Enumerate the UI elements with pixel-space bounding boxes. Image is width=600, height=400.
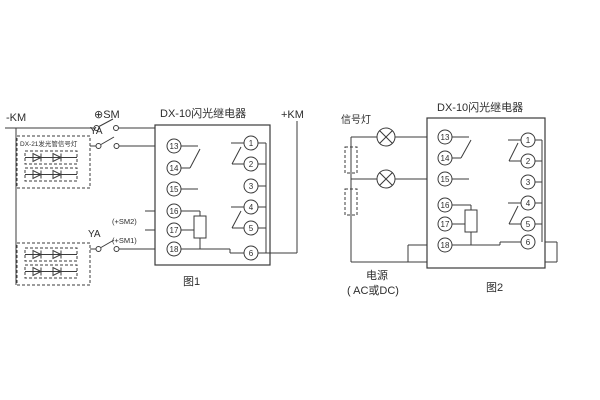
svg-text:5: 5 [249, 224, 254, 233]
lamp-icon [376, 127, 396, 147]
svg-text:15: 15 [441, 175, 450, 184]
svg-text:4: 4 [526, 199, 531, 208]
terminal: 1 [520, 132, 536, 148]
led-box-label: DX-21发光管信号灯 [20, 139, 78, 148]
terminal: 16 [166, 203, 182, 219]
terminal: 2 [520, 153, 536, 169]
terminal: 18 [437, 237, 453, 253]
fig2-relay-title: DX-10闪光继电器 [437, 100, 523, 114]
terminal: 15 [166, 181, 182, 197]
fig2-caption: 图2 [486, 281, 503, 294]
sm-knife-switch [5, 118, 155, 131]
sm-bus-label: ⊕SM [94, 109, 120, 121]
terminal: 14 [166, 160, 182, 176]
diode-icon [32, 152, 43, 163]
terminal: 5 [520, 216, 536, 232]
terminal: 3 [520, 174, 536, 190]
svg-text:18: 18 [441, 241, 450, 250]
svg-text:1: 1 [249, 139, 254, 148]
sm2-annotation: (+SM2) [112, 217, 137, 226]
svg-text:6: 6 [526, 238, 531, 247]
terminal: 14 [437, 150, 453, 166]
figure-1: -KM ⊕SM +KM DX-10闪光继电器 图1 DX-21发光管信号灯 [5, 106, 304, 288]
svg-text:3: 3 [526, 178, 531, 187]
minus-km-label: -KM [6, 112, 26, 124]
svg-text:6: 6 [249, 249, 254, 258]
terminal: 3 [243, 178, 259, 194]
terminal: 6 [243, 245, 259, 261]
svg-text:1: 1 [526, 136, 531, 145]
svg-text:2: 2 [526, 157, 531, 166]
terminal: 4 [520, 195, 536, 211]
fig1-internal-wiring [181, 142, 297, 254]
svg-text:13: 13 [441, 133, 450, 142]
terminal: 6 [520, 234, 536, 250]
terminal: 2 [243, 156, 259, 172]
plus-km-label: +KM [281, 109, 304, 121]
diode-icon [52, 169, 63, 180]
diode-icon [32, 266, 43, 277]
svg-text:4: 4 [249, 203, 254, 212]
lamp-icon [376, 169, 396, 189]
svg-text:14: 14 [170, 164, 179, 173]
terminal: 4 [243, 199, 259, 215]
terminal: 15 [437, 171, 453, 187]
dashed-resistor-icon [344, 146, 358, 174]
sm1-annotation: (+SM1) [112, 236, 137, 245]
svg-text:17: 17 [170, 226, 179, 235]
svg-text:16: 16 [170, 207, 179, 216]
resistor-icon [464, 209, 478, 233]
svg-text:14: 14 [441, 154, 450, 163]
led-unit-icon [24, 247, 78, 262]
diode-icon [32, 169, 43, 180]
signal-lamp-branch-2 [351, 169, 438, 189]
led-unit-icon [24, 167, 78, 182]
diode-icon [52, 152, 63, 163]
dashed-resistor-icon [344, 188, 358, 216]
diode-icon [32, 249, 43, 260]
ya-upper-label: YA [90, 126, 103, 137]
ya-contact-lower: YA [88, 229, 167, 252]
svg-text:3: 3 [249, 182, 254, 191]
svg-text:16: 16 [441, 201, 450, 210]
led-signal-box-lower [16, 242, 91, 286]
power-label: 电源 [366, 268, 388, 282]
svg-text:15: 15 [170, 185, 179, 194]
resistor-icon [193, 215, 207, 239]
diode-icon [52, 249, 63, 260]
power-type-label: ( AC或DC) [347, 284, 399, 297]
svg-text:17: 17 [441, 220, 450, 229]
svg-text:2: 2 [249, 160, 254, 169]
signal-lamp-label: 信号灯 [341, 114, 371, 126]
svg-text:5: 5 [526, 220, 531, 229]
terminal: 13 [166, 138, 182, 154]
svg-text:18: 18 [170, 245, 179, 254]
fig1-relay-title: DX-10闪光继电器 [160, 106, 246, 120]
terminal: 18 [166, 241, 182, 257]
svg-text:13: 13 [170, 142, 179, 151]
led-unit-icon [24, 150, 78, 165]
terminal: 17 [437, 216, 453, 232]
led-unit-icon [24, 264, 78, 279]
figure-2: 信号灯 DX-10闪光继电器 图2 电源 ( AC或DC) [341, 100, 558, 297]
terminal: 17 [166, 222, 182, 238]
terminal: 16 [437, 197, 453, 213]
signal-lamp-branch-1 [351, 127, 438, 147]
terminal: 13 [437, 129, 453, 145]
fig1-caption: 图1 [183, 275, 200, 288]
fig2-internal-wiring [452, 136, 543, 246]
terminal: 5 [243, 220, 259, 236]
ya-lower-label: YA [88, 229, 101, 240]
diode-icon [52, 266, 63, 277]
terminal: 1 [243, 135, 259, 151]
led-signal-box-upper: DX-21发光管信号灯 [16, 135, 91, 189]
